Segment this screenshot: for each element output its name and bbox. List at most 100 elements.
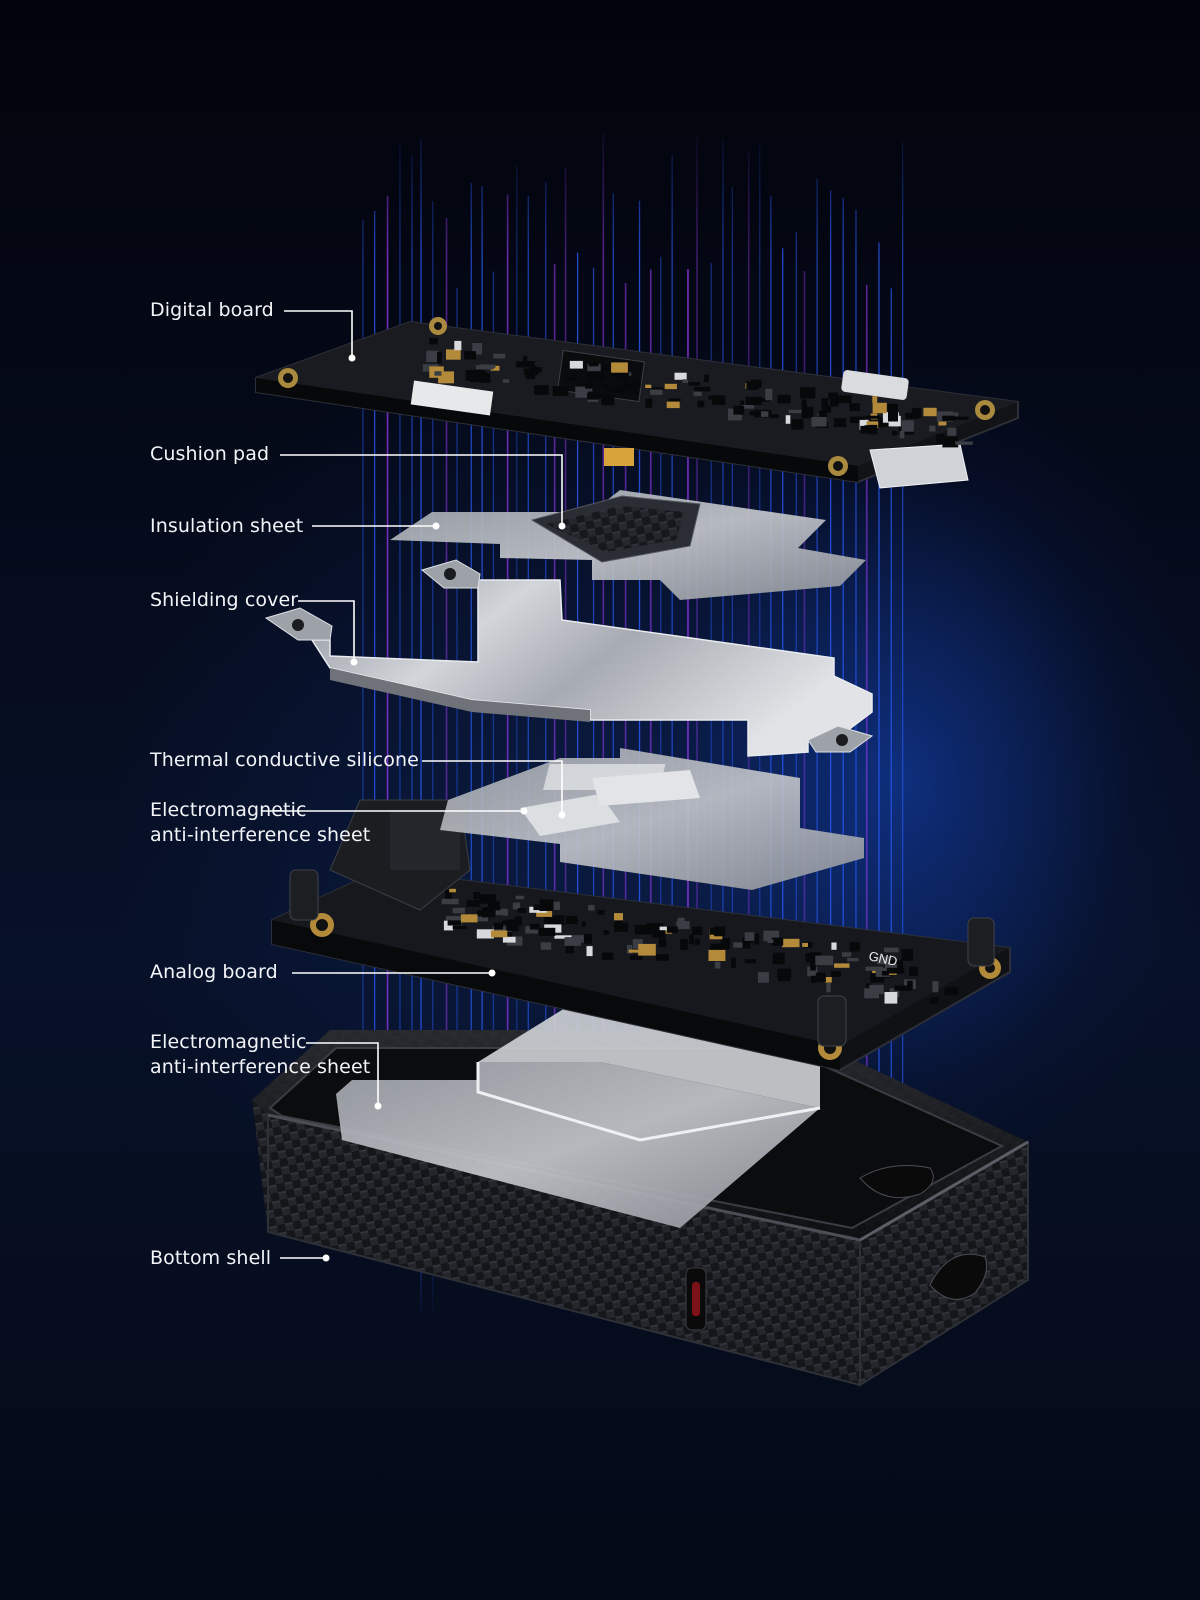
board-component bbox=[818, 410, 827, 422]
board-component bbox=[746, 381, 759, 390]
board-component bbox=[888, 409, 898, 422]
board-component bbox=[811, 417, 827, 427]
board-component bbox=[807, 966, 818, 977]
board-component bbox=[664, 383, 677, 390]
board-component bbox=[666, 926, 678, 933]
board-component bbox=[942, 436, 959, 448]
board-component bbox=[630, 955, 643, 960]
label-shielding-cover: Shielding cover bbox=[150, 589, 299, 611]
label-em-sheet-upper-line2: anti-interference sheet bbox=[150, 824, 371, 846]
board-component bbox=[441, 898, 459, 905]
board-component bbox=[618, 385, 630, 391]
board-component bbox=[552, 386, 569, 396]
board-component bbox=[588, 361, 599, 367]
board-component bbox=[470, 376, 478, 382]
board-component bbox=[628, 949, 647, 953]
board-component bbox=[680, 939, 688, 950]
board-component bbox=[886, 967, 905, 974]
board-component bbox=[446, 349, 461, 360]
board-component bbox=[601, 395, 615, 406]
board-component bbox=[575, 386, 593, 398]
board-component bbox=[614, 913, 623, 921]
board-component bbox=[502, 909, 508, 916]
board-component bbox=[929, 997, 939, 1004]
board-component bbox=[714, 926, 726, 937]
board-component bbox=[864, 988, 879, 999]
board-component bbox=[834, 395, 852, 403]
board-component bbox=[744, 932, 755, 941]
board-component bbox=[777, 968, 792, 979]
board-component bbox=[733, 942, 748, 948]
board-component bbox=[614, 920, 623, 925]
board-component bbox=[490, 930, 508, 938]
label-thermal-silicone: Thermal conductive silicone bbox=[150, 749, 419, 771]
board-component bbox=[481, 907, 495, 918]
board-component bbox=[944, 987, 958, 996]
board-component bbox=[477, 910, 484, 916]
label-bottom-shell: Bottom shell bbox=[150, 1247, 272, 1269]
label-insulation-sheet: Insulation sheet bbox=[150, 515, 304, 537]
board-component bbox=[529, 923, 540, 930]
label-em-sheet-upper-line1: Electromagnetic bbox=[150, 799, 307, 821]
board-component bbox=[602, 365, 614, 371]
board-component bbox=[842, 952, 852, 957]
board-component bbox=[788, 409, 806, 414]
board-component bbox=[887, 403, 898, 410]
board-component bbox=[632, 939, 643, 949]
label-digital-board: Digital board bbox=[150, 299, 274, 321]
board-component bbox=[544, 915, 561, 925]
board-component bbox=[516, 361, 532, 368]
board-component bbox=[714, 961, 721, 969]
board-component bbox=[646, 923, 664, 931]
board-component bbox=[464, 351, 476, 360]
board-component bbox=[765, 388, 773, 401]
board-component bbox=[522, 355, 528, 361]
board-component bbox=[525, 926, 538, 934]
board-component bbox=[929, 425, 936, 432]
board-component bbox=[936, 434, 945, 444]
board-component bbox=[443, 920, 454, 931]
board-component bbox=[525, 371, 535, 380]
board-component bbox=[682, 379, 688, 383]
board-component bbox=[565, 943, 575, 954]
board-component bbox=[658, 937, 667, 948]
board-component bbox=[475, 365, 494, 370]
board-component bbox=[454, 340, 462, 351]
board-component bbox=[810, 959, 816, 971]
board-component bbox=[564, 377, 577, 381]
board-component bbox=[865, 966, 883, 971]
board-component bbox=[901, 420, 914, 432]
board-component bbox=[745, 396, 762, 405]
board-component bbox=[617, 371, 629, 381]
board-component bbox=[517, 908, 526, 913]
board-component bbox=[602, 952, 614, 960]
board-component bbox=[693, 387, 702, 396]
analog-board-part: GND bbox=[271, 799, 1011, 1072]
board-component bbox=[849, 942, 860, 952]
board-component bbox=[569, 360, 583, 369]
board-component bbox=[476, 929, 494, 939]
callout-leaders bbox=[262, 310, 563, 1259]
board-component bbox=[802, 942, 808, 947]
board-component bbox=[800, 388, 813, 399]
board-component bbox=[473, 891, 480, 900]
board-component bbox=[603, 930, 609, 935]
board-component bbox=[849, 403, 860, 412]
board-component bbox=[429, 338, 438, 345]
board-component bbox=[493, 922, 503, 930]
board-component bbox=[911, 407, 922, 419]
board-component bbox=[479, 373, 491, 383]
board-component bbox=[490, 365, 500, 371]
board-component bbox=[512, 902, 521, 910]
digital-board-part bbox=[255, 317, 1019, 489]
gnd-marking: GND bbox=[867, 948, 898, 969]
board-component bbox=[697, 401, 704, 408]
board-component bbox=[942, 415, 955, 421]
board-component bbox=[668, 398, 681, 402]
board-component bbox=[449, 888, 456, 893]
board-component bbox=[815, 972, 826, 982]
board-component bbox=[692, 926, 703, 935]
board-component bbox=[491, 901, 500, 908]
board-component bbox=[460, 914, 478, 923]
